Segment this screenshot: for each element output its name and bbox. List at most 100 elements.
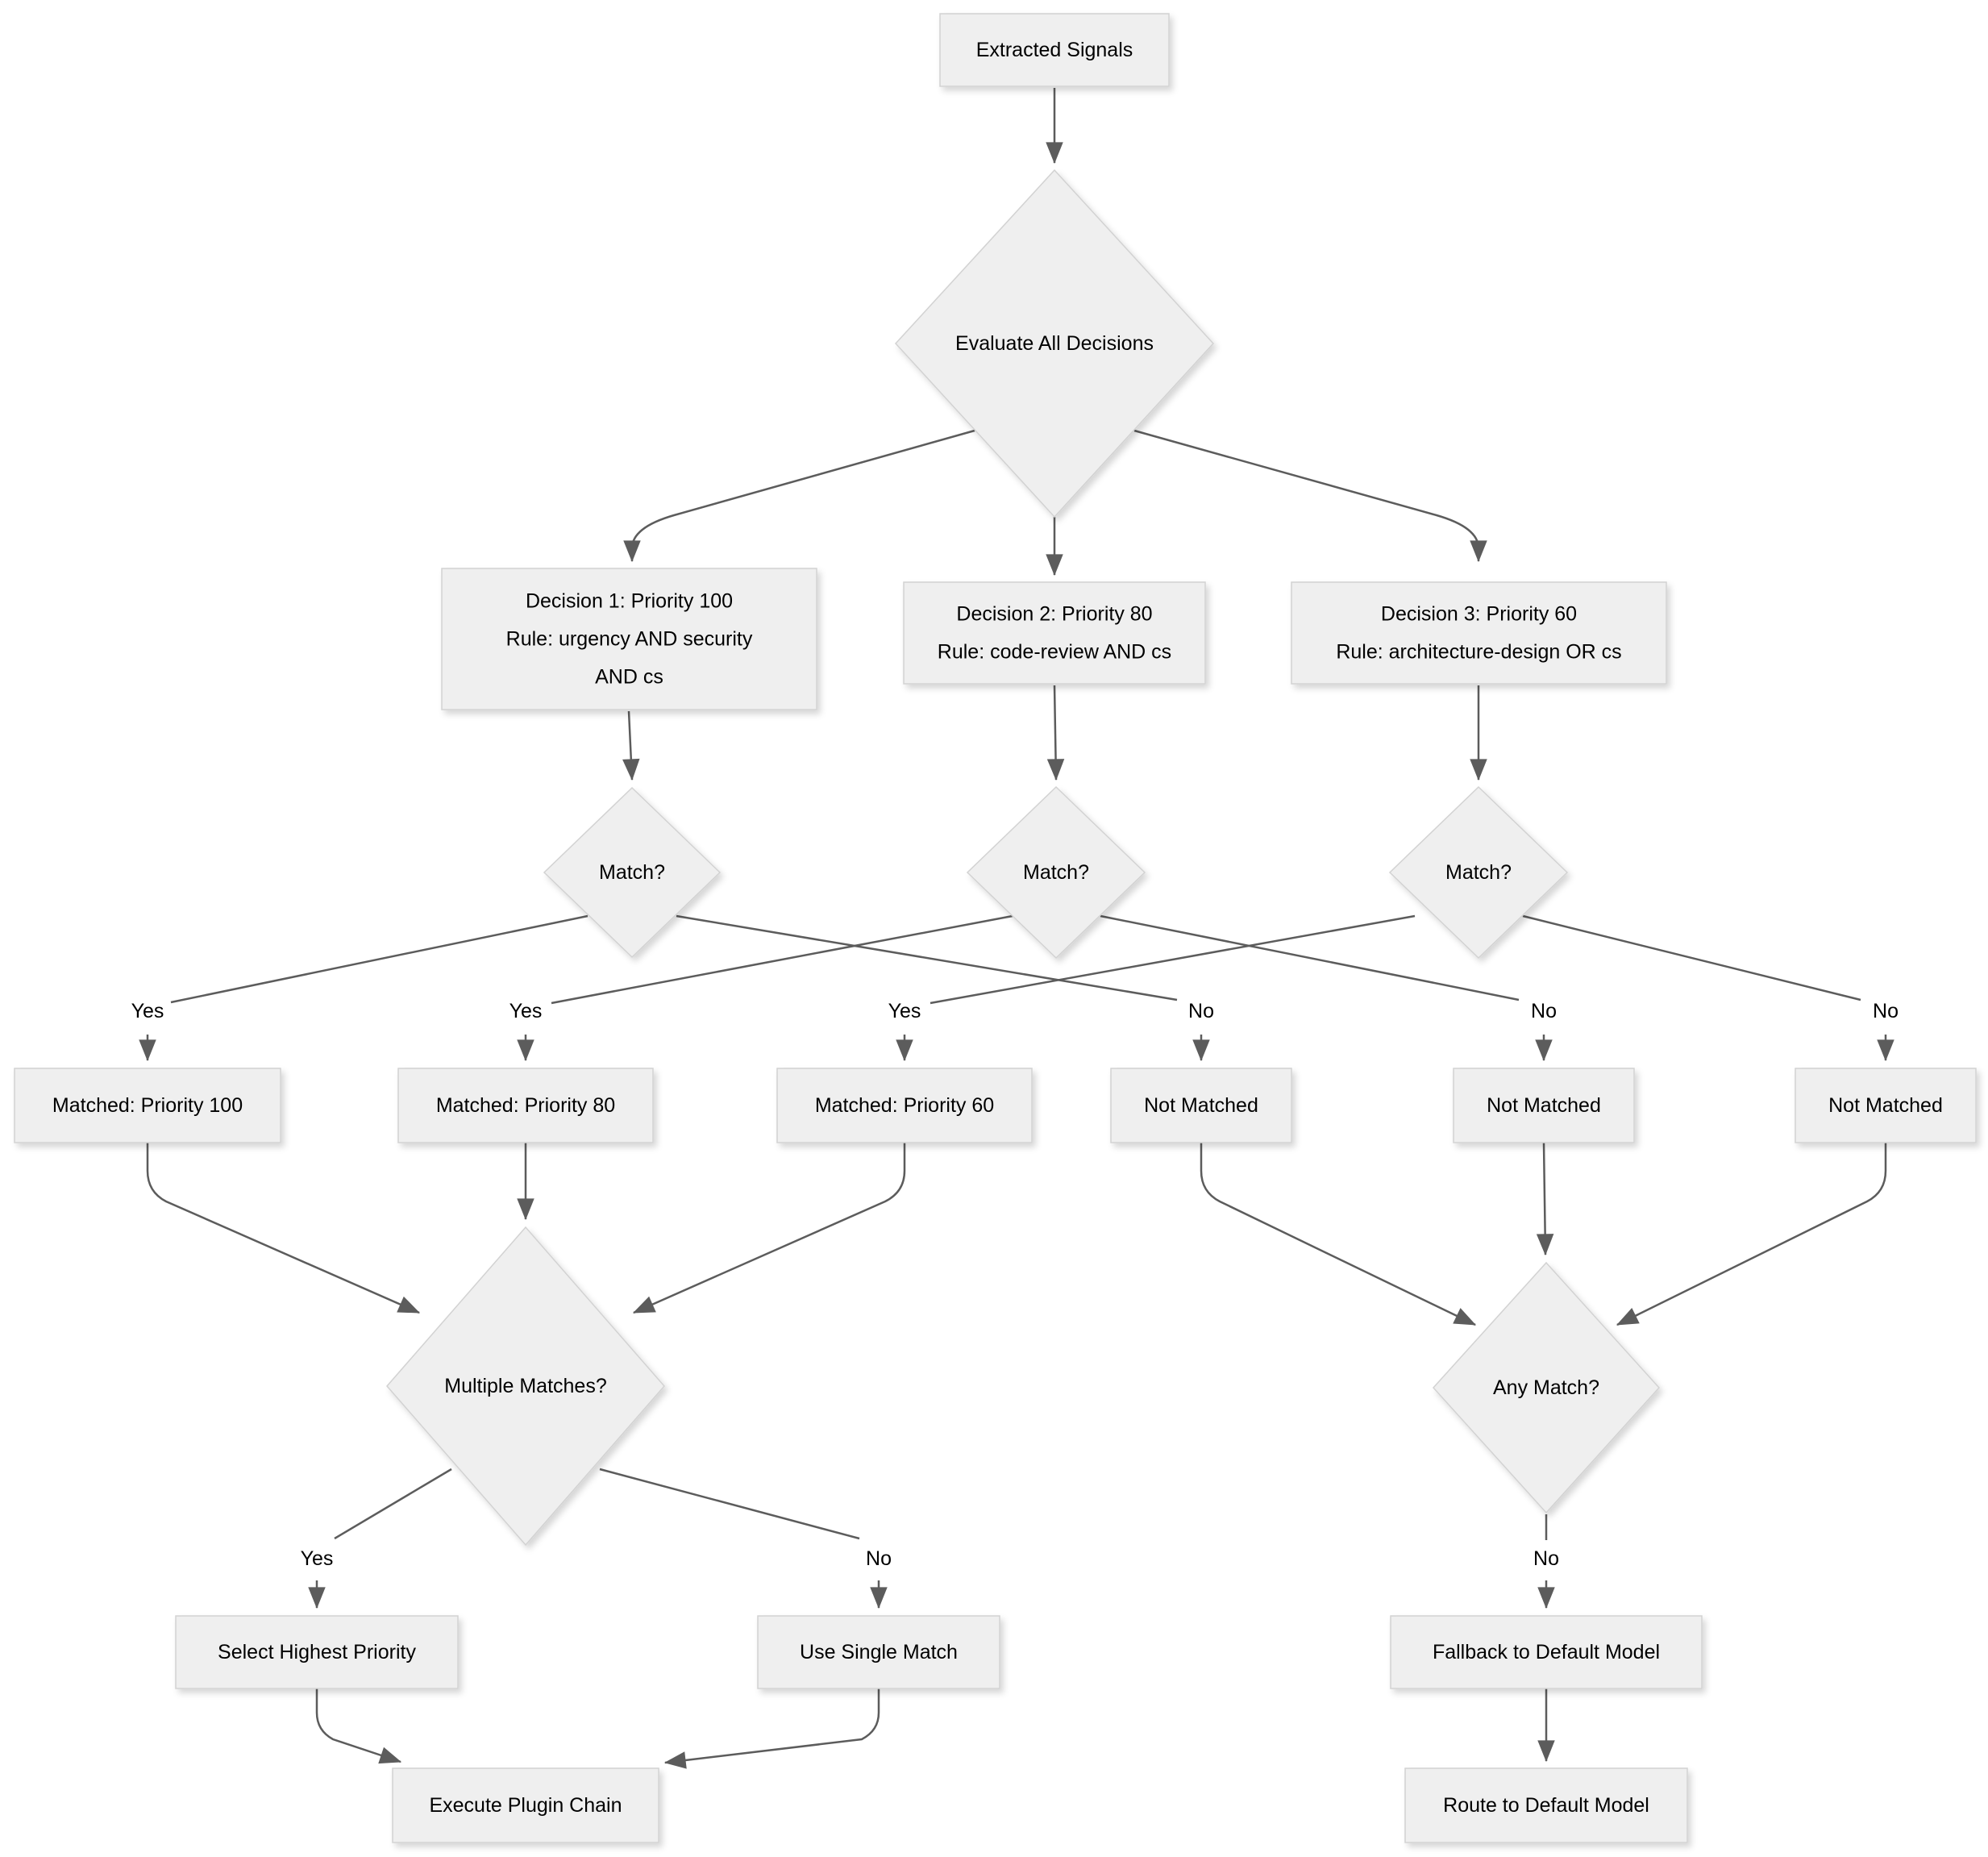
node-use-single-match: Use Single Match	[757, 1615, 1000, 1689]
edge-arrow	[623, 429, 975, 563]
node-label: Multiple Matches?	[444, 1375, 606, 1397]
edge-select-highest-priority-to-execute-plugin-chain	[315, 1688, 402, 1764]
node-shape-rect	[776, 1068, 1033, 1143]
edge-label: No	[1533, 1547, 1559, 1570]
node-label: Not Matched	[1144, 1094, 1258, 1117]
edge-label: Yes	[509, 1000, 543, 1022]
node-label-line: Execute Plugin Chain	[429, 1794, 622, 1817]
node-shape-diamond	[894, 169, 1215, 518]
edge-arrow	[146, 1143, 421, 1314]
node-label: Not Matched	[1828, 1094, 1943, 1117]
node-label: Match?	[599, 861, 665, 884]
node-matched-priority-60: Matched: Priority 60	[776, 1068, 1033, 1143]
node-label: Match?	[1445, 861, 1512, 884]
edge-not-matched-3-to-any-match	[1616, 1143, 1887, 1326]
node-label-line: Multiple Matches?	[444, 1375, 606, 1397]
node-label-line: AND cs	[595, 666, 663, 689]
node-shape-rect	[14, 1068, 281, 1143]
edge-arrow	[1046, 685, 1065, 781]
edge-line	[1522, 914, 1861, 1001]
node-shape-rect	[1291, 581, 1667, 685]
edge-arrow	[622, 710, 640, 781]
node-shape-rect	[1390, 1615, 1703, 1689]
edge-match-3-to-matched-priority-60	[896, 914, 1416, 1062]
edge-multiple-matches-to-use-single-match	[599, 1468, 888, 1609]
node-shape-diamond	[543, 786, 722, 959]
node-shape-rect	[939, 13, 1170, 87]
node-not-matched-2: Not Matched	[1453, 1068, 1635, 1143]
node-label-line: Any Match?	[1493, 1376, 1599, 1399]
node-label-line: Match?	[1023, 861, 1089, 884]
edge-not-matched-2-to-any-match	[1536, 1142, 1554, 1256]
node-label-line: Route to Default Model	[1443, 1794, 1649, 1817]
node-shape-rect	[903, 581, 1206, 685]
node-label-line: Decision 1: Priority 100	[526, 590, 733, 613]
node-shape-rect	[1453, 1068, 1635, 1143]
node-matched-priority-100: Matched: Priority 100	[14, 1068, 281, 1143]
node-label-line: Select Highest Priority	[218, 1641, 416, 1663]
node-route-to-default-model: Route to Default Model	[1404, 1767, 1688, 1843]
edge-line	[676, 914, 1178, 1001]
node-fallback-to-default-model: Fallback to Default Model	[1390, 1615, 1703, 1689]
edges-layer	[139, 88, 1894, 1769]
node-match-1: Match?	[543, 786, 722, 959]
edge-label: No	[1531, 1000, 1557, 1022]
edge-line	[1100, 914, 1520, 1001]
node-label: Extracted Signals	[976, 39, 1133, 61]
node-label-line: Not Matched	[1487, 1094, 1601, 1117]
edge-use-single-match-to-execute-plugin-chain	[663, 1688, 880, 1769]
node-shape-rect	[1795, 1068, 1977, 1143]
node-label-line: Extracted Signals	[976, 39, 1133, 61]
node-label-line: Match?	[1445, 861, 1512, 884]
node-shape-rect	[175, 1615, 459, 1689]
edge-decision-1-to-match-1	[622, 710, 640, 781]
node-not-matched-3: Not Matched	[1795, 1068, 1977, 1143]
node-label-line: Matched: Priority 60	[815, 1094, 994, 1117]
edge-arrow	[632, 1143, 906, 1314]
edge-label: No	[1188, 1000, 1214, 1022]
node-label: Matched: Priority 80	[436, 1094, 615, 1117]
edge-line	[334, 1468, 452, 1540]
node-label: Use Single Match	[800, 1641, 958, 1663]
edge-match-3-to-not-matched-3	[1522, 914, 1894, 1062]
node-match-3: Match?	[1388, 785, 1569, 960]
node-matched-priority-80: Matched: Priority 80	[397, 1068, 654, 1143]
node-label-line: Rule: urgency AND security	[506, 628, 753, 651]
node-match-2: Match?	[966, 785, 1146, 960]
edge-match-1-to-not-matched-1	[676, 914, 1210, 1062]
node-label: Match?	[1023, 861, 1089, 884]
node-select-highest-priority: Select Highest Priority	[175, 1615, 459, 1689]
edge-line	[170, 914, 588, 1004]
node-shape-diamond	[1388, 785, 1569, 960]
edge-decision-2-to-match-2	[1046, 685, 1065, 781]
node-label: Fallback to Default Model	[1433, 1641, 1660, 1663]
node-label: Matched: Priority 60	[815, 1094, 994, 1117]
node-label: Execute Plugin Chain	[429, 1794, 622, 1817]
edge-line	[599, 1468, 860, 1540]
node-label-line: Not Matched	[1828, 1094, 1943, 1117]
edge-multiple-matches-to-select-highest-priority	[308, 1468, 452, 1609]
node-label: Route to Default Model	[1443, 1794, 1649, 1817]
edge-matched-priority-60-to-multiple-matches	[632, 1143, 906, 1314]
node-label-line: Fallback to Default Model	[1433, 1641, 1660, 1663]
node-label: Any Match?	[1493, 1376, 1599, 1399]
node-extracted-signals: Extracted Signals	[939, 13, 1170, 87]
edge-arrow	[1200, 1143, 1477, 1326]
node-shape-rect	[757, 1615, 1000, 1689]
node-label-line: Matched: Priority 80	[436, 1094, 615, 1117]
node-label-line: Rule: code-review AND cs	[938, 641, 1171, 664]
node-not-matched-1: Not Matched	[1110, 1068, 1292, 1143]
edge-arrow	[663, 1688, 880, 1769]
node-any-match: Any Match?	[1432, 1261, 1661, 1514]
node-shape-diamond	[966, 785, 1146, 960]
